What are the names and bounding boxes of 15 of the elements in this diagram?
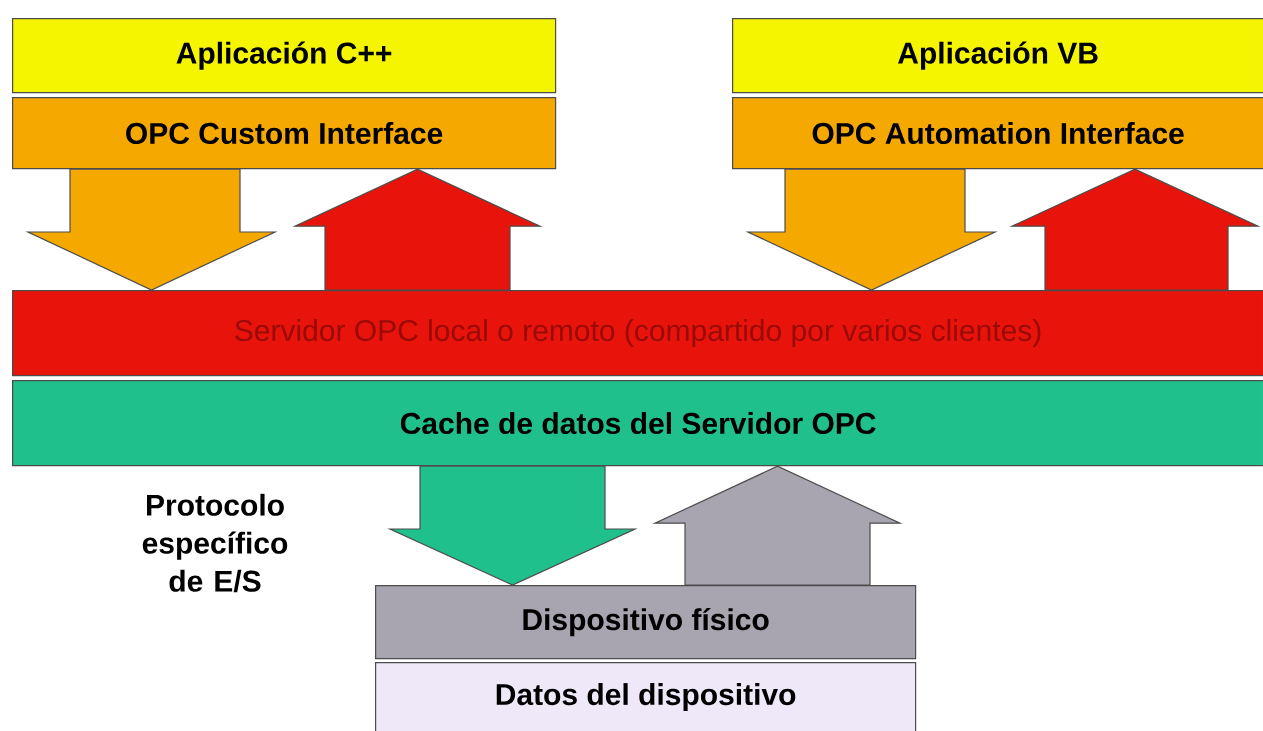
- layer-box: OPC Custom Interface: [12, 97, 557, 170]
- block-arrow: [25, 168, 278, 291]
- block-arrow: [292, 168, 543, 291]
- layer-box: OPC Automation Interface: [732, 97, 1263, 170]
- block-arrow: [652, 465, 903, 586]
- layer-box: Datos del dispositivo: [375, 662, 917, 731]
- layer-box: Servidor OPC local o remoto (compartido por varios clientes): [12, 290, 1263, 377]
- layer-box: Cache de datos del Servidor OPC: [12, 380, 1263, 467]
- block-arrow: [745, 168, 998, 291]
- block-arrow: [387, 465, 638, 586]
- layer-box: Aplicación VB: [732, 18, 1263, 94]
- block-arrow: [1009, 168, 1261, 291]
- layer-box: Aplicación C++: [12, 18, 557, 94]
- layer-box: Dispositivo físico: [375, 585, 917, 660]
- side-note: Protocolo específico de E/S: [142, 493, 288, 593]
